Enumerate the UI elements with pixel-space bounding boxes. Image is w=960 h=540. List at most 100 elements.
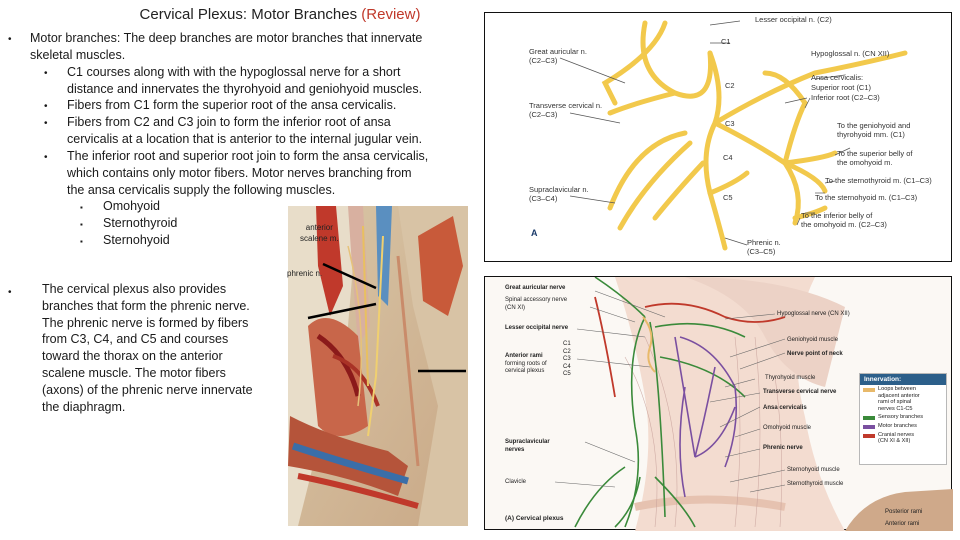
inferior-root-label: Inferior root (C2–C3) — [811, 93, 880, 102]
sub-bullet-marker: • — [44, 152, 48, 163]
omohyoid-muscle-label: Omohyoid muscle — [763, 425, 812, 431]
sternothyroid-muscle-label: Sternothyroid muscle — [787, 481, 844, 487]
diagram-a-cervical-plexus: Lesser occipital n. (C2) Great auricular… — [484, 12, 952, 262]
phrenic-text-line: branches that form the phrenic nerve. — [42, 298, 250, 313]
legend-swatch — [863, 424, 875, 429]
sub-bullet-line: distance and innervates the thyrohyoid a… — [67, 81, 423, 96]
phrenic-text-line: (axons) of the phrenic nerve innervate — [42, 382, 253, 397]
legend-item: Cranial nerves(CN XI & XII) — [860, 431, 946, 446]
bullet-marker-2: • — [8, 287, 12, 298]
legend-item: Sensory branches — [860, 413, 946, 422]
bullet-marker: • — [8, 34, 12, 45]
hypoglossal-label: Hypoglossal n. (CN XII) — [811, 49, 890, 58]
phrenic-text-line: the diaphragm. — [42, 399, 126, 414]
figure-caption-b: (A) Cervical plexus — [505, 515, 564, 522]
phrenic-text-line: The phrenic nerve is formed by fibers — [42, 315, 249, 330]
sub-bullet-marker: • — [44, 118, 48, 129]
hypoglossal-nerve-label: Hypoglossal nerve (CN XII) — [777, 311, 850, 317]
sub-bullet-line: the ansa cervicalis supply the following… — [67, 182, 336, 197]
level-c4: C4 — [723, 153, 733, 162]
muscle-item: Sternohyoid — [103, 233, 170, 247]
slide-title: Cervical Plexus: Motor Branches (Review) — [139, 6, 421, 23]
legend-swatch — [863, 416, 875, 421]
lesser-occipital-label: Lesser occipital n. (C2) — [755, 15, 832, 24]
sub-bullet-line: The inferior root and superior root join… — [67, 149, 429, 163]
phrenic-text-line: scalene muscle. The motor fibers — [42, 365, 226, 380]
posterior-rami-label: Posterior rami — [885, 509, 923, 515]
transverse-cervical-label: Transverse cervical n.(C2–C3) — [529, 101, 603, 119]
pointer-line-phrenic — [322, 262, 377, 290]
muscle-bullet-marker: ▪ — [80, 203, 83, 212]
to-sternohyoid-label: To the sternohyoid m. (C1–C3) — [815, 193, 918, 202]
legend-title: Innervation: — [860, 374, 946, 385]
sternohyoid-muscle-label: Sternohyoid muscle — [787, 467, 840, 473]
muscle-bullet-marker: ▪ — [80, 237, 83, 246]
phrenic-text-line: from C3, C4, and C5 and courses — [42, 332, 229, 347]
level-c3: C3 — [725, 119, 735, 128]
legend-label: Cranial nerves(CN XI & XII) — [878, 431, 915, 445]
phrenic-nerve-label-b: Phrenic nerve — [763, 445, 803, 451]
ansa-cervicalis-label-b: Ansa cervicalis — [763, 405, 807, 411]
spinal-accessory-label: Spinal accessory nerve(CN XI) — [505, 297, 568, 311]
supraclavicular-label: Supraclavicular n.(C3–C4) — [529, 185, 589, 203]
level-c2: C2 — [725, 81, 735, 90]
lesser-occipital-nerve-label: Lesser occipital nerve — [505, 325, 569, 331]
sub-bullet-line: Fibers from C1 form the superior root of… — [67, 98, 397, 112]
clavicle-label: Clavicle — [505, 479, 527, 485]
level-c5: C5 — [723, 193, 733, 202]
great-auricular-label: Great auricular n.(C2–C3) — [529, 47, 587, 65]
legend-swatch — [863, 388, 875, 392]
sub-bullet-text: Fibers from C2 and C3 join to form the i… — [67, 114, 422, 148]
legend-label: Motor branches — [878, 422, 917, 429]
muscle-item: Sternothyroid — [103, 216, 178, 230]
sub-bullet-text: Fibers from C1 form the superior root of… — [67, 97, 396, 114]
neck-dissection-photo — [288, 206, 468, 526]
sub-bullet-line: cervicalis at a location that is anterio… — [67, 131, 423, 146]
level-c1: C1 — [721, 37, 731, 46]
superior-root-label: Superior root (C1) — [811, 83, 872, 92]
nerve-point-label: Nerve point of neck — [787, 351, 843, 357]
diagram-b-neck-drawing — [554, 277, 953, 531]
great-auricular-nerve-label: Great auricular nerve — [505, 285, 566, 291]
figure-letter-a: A — [531, 228, 538, 238]
muscle-item: Omohyoid — [103, 199, 160, 213]
ansa-cervicalis-label: Ansa cervicalis: — [811, 73, 864, 82]
phrenic-text-line: toward the thorax on the anterior — [42, 349, 223, 364]
transverse-cervical-nerve-label: Transverse cervical nerve — [763, 389, 837, 395]
pointer-line-anterior-scalene — [307, 302, 377, 320]
to-sternothyroid-label: To the sternothyroid m. (C1–C3) — [825, 176, 932, 185]
sub-bullet-text: The inferior root and superior root join… — [67, 148, 428, 198]
diagram-b-cervical-plexus: Great auricular nerve Spinal accessory n… — [484, 276, 953, 531]
diagram-a-nerve-drawing — [559, 20, 908, 251]
sub-bullet-marker: • — [44, 68, 48, 79]
bullet-phrenic-nerve: The cervical plexus also provides branche… — [42, 281, 253, 415]
sub-bullet-line: which contains only motor fibers. Motor … — [67, 165, 412, 180]
anterior-scalene-label: anterior scalene m. — [300, 223, 339, 243]
sub-bullet-text: C1 courses along with with the hypogloss… — [67, 64, 422, 98]
phrenic-text-line: The cervical plexus also provides — [42, 282, 227, 296]
legend-label: Sensory branches — [878, 414, 924, 421]
sub-bullet-line: C1 courses along with with the hypogloss… — [67, 65, 401, 79]
anterior-rami-bottom-label: Anterior rami — [885, 521, 920, 527]
bullet-motor-branches: Motor branches: The deep branches are mo… — [30, 31, 423, 62]
phrenic-photo-label: phrenic n. — [287, 269, 323, 278]
thyrohyoid-muscle-label: Thyrohyoid muscle — [765, 375, 816, 381]
phrenic-label-a: Phrenic n.(C3–C5) — [747, 238, 781, 256]
geniohyoid-muscle-label: Geniohyoid muscle — [787, 337, 839, 343]
sub-bullet-marker: • — [44, 101, 48, 112]
legend-item: Motor branches — [860, 422, 946, 431]
muscle-bullet-marker: ▪ — [80, 220, 83, 229]
neck-photo-illustration — [288, 206, 468, 526]
sub-bullet-line: Fibers from C2 and C3 join to form the i… — [67, 115, 391, 129]
legend-swatch — [863, 433, 875, 438]
